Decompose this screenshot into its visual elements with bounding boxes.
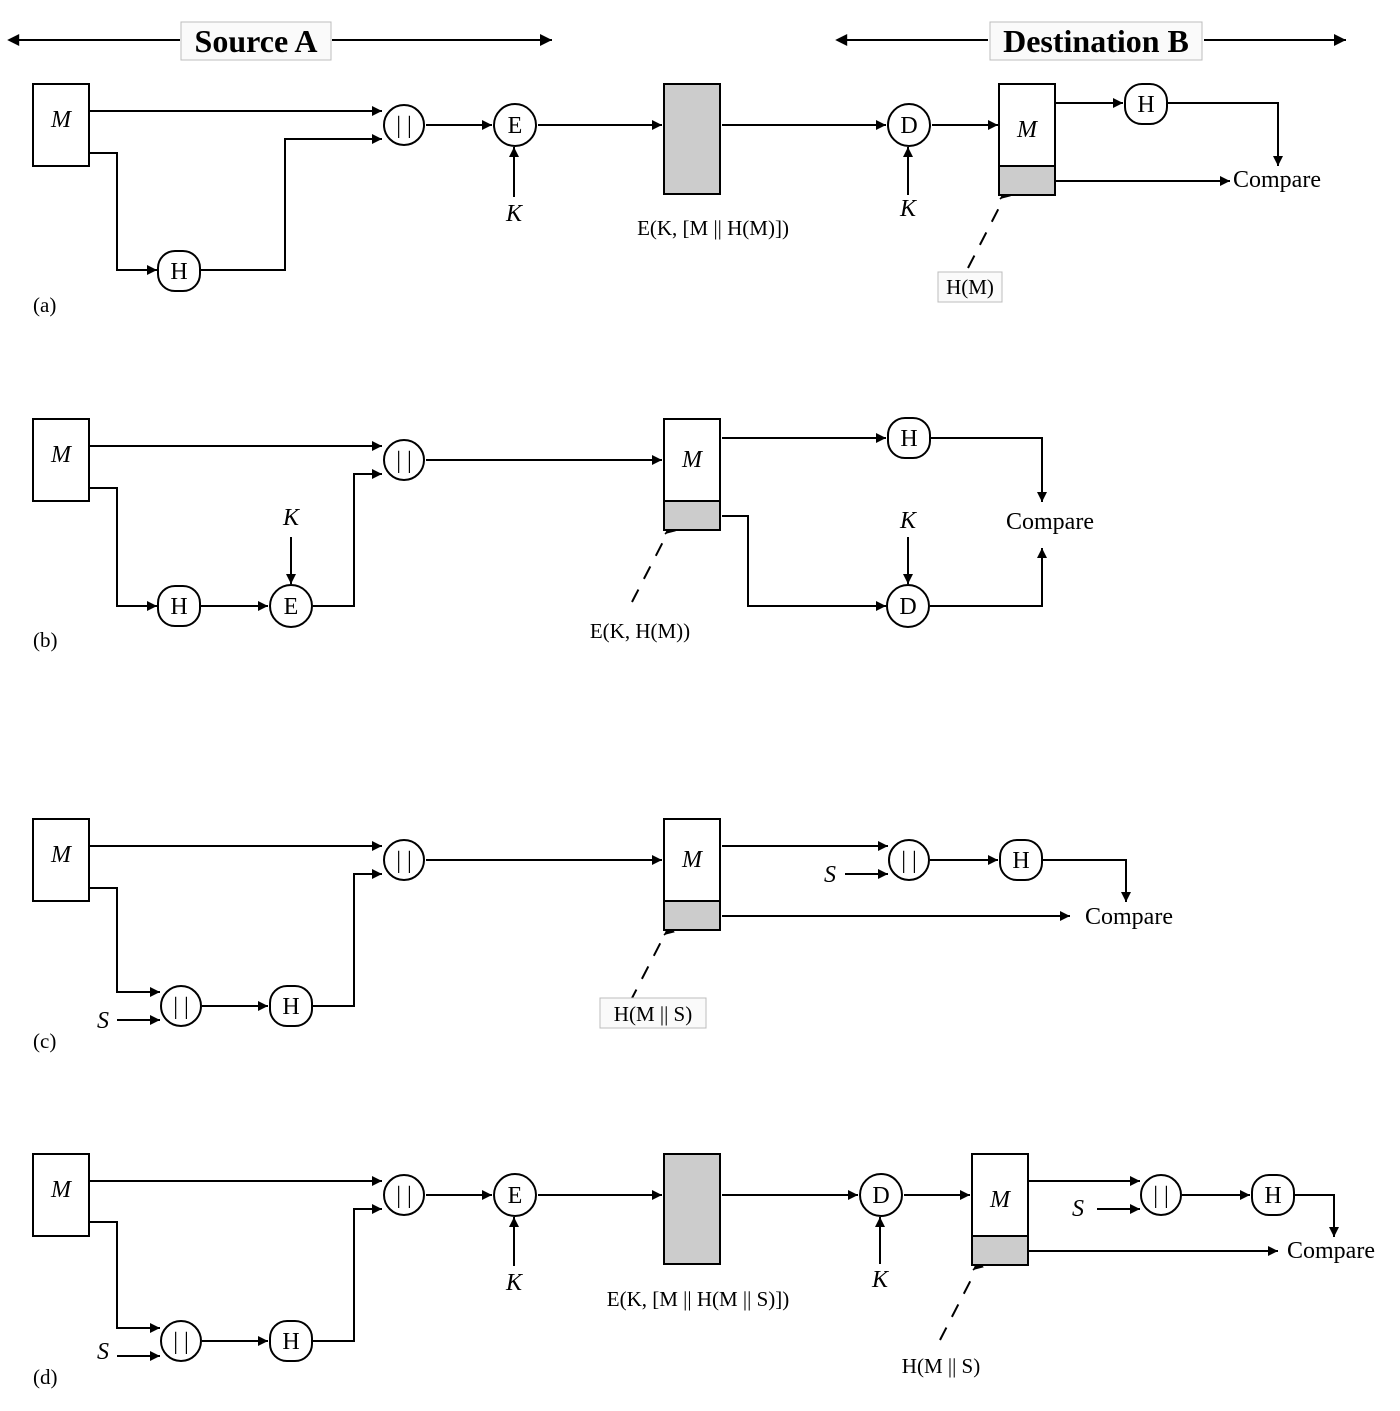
- source-header-label: Source A: [195, 23, 318, 59]
- encrypt-node: [269, 584, 313, 628]
- hash-label: H: [170, 594, 187, 620]
- source-message-box: [32, 418, 90, 502]
- panel-c: M S | | H | | M S | | H Compare H(M || S…: [32, 818, 1173, 1053]
- hash-label-dest: H: [1264, 1183, 1281, 1209]
- hash-label: H: [170, 259, 187, 285]
- decrypt-label: D: [900, 113, 917, 139]
- received-message-label: M: [1016, 117, 1039, 143]
- transmitted-block: [663, 83, 721, 195]
- concat-label-dest: | |: [901, 848, 917, 874]
- concat-label-dest: | |: [1153, 1183, 1169, 1209]
- concat-node: [383, 104, 425, 146]
- transmitted-label: E(K, [M || H(M)]): [637, 216, 789, 240]
- panel-d: M S | | H | | E K E(K, [M || H(M || S)])…: [32, 1153, 1375, 1389]
- transmitted-label: E(K, [M || H(M || S)]): [607, 1287, 789, 1311]
- source-message-box: [32, 83, 90, 167]
- panel-b: M H E K | | M H D K Compare E(K, H(M)) (…: [32, 417, 1094, 652]
- received-message-label: M: [681, 447, 704, 473]
- encrypt-label: E: [508, 1183, 523, 1209]
- concat-node-source: [160, 1320, 202, 1362]
- destination-header: Destination B: [835, 21, 1346, 61]
- appended-hash-label: E(K, H(M)): [590, 619, 690, 643]
- source-message-label: M: [50, 442, 73, 468]
- compare-label: Compare: [1006, 509, 1094, 535]
- received-message-box: [663, 818, 721, 902]
- concat-node: [383, 439, 425, 481]
- hash-node: [157, 250, 201, 292]
- hash-label: H: [282, 994, 299, 1020]
- compare-label: Compare: [1287, 1238, 1375, 1264]
- panel-a-tag: (a): [33, 293, 56, 317]
- hash-node-dest: [887, 417, 931, 459]
- hash-label-dest: H: [1012, 848, 1029, 874]
- source-message-label: M: [50, 107, 73, 133]
- source-message-box: [32, 818, 90, 902]
- decrypt-node: [887, 103, 931, 147]
- panel-a: M H | | E K E(K, [M || H(M)]) D K M H Co…: [32, 83, 1321, 317]
- transmitted-block: [663, 1153, 721, 1265]
- destination-header-label: Destination B: [1003, 23, 1189, 59]
- concat-label: | |: [396, 848, 412, 874]
- compare-label: Compare: [1085, 904, 1173, 930]
- decrypt-key-label: K: [899, 196, 918, 222]
- hash-node: [157, 585, 201, 627]
- appended-hash-label: H(M || S): [614, 1002, 692, 1026]
- panel-b-tag: (b): [33, 628, 58, 652]
- hash-label-dest: H: [1137, 92, 1154, 118]
- encrypt-key-label: K: [505, 201, 524, 227]
- decrypt-label: D: [899, 594, 916, 620]
- encrypt-key-label: K: [505, 1270, 524, 1296]
- appended-hash-label: H(M): [946, 275, 994, 299]
- source-message-label: M: [50, 842, 73, 868]
- received-message-label: M: [989, 1187, 1012, 1213]
- decrypt-node: [859, 1173, 903, 1217]
- source-message-box: [32, 1153, 90, 1237]
- concat-node-dest: [888, 839, 930, 881]
- hash-node: [269, 985, 313, 1027]
- appended-hash-label: H(M || S): [902, 1354, 980, 1378]
- hash-label-dest: H: [900, 426, 917, 452]
- concat-node: [383, 839, 425, 881]
- received-hash-block: [971, 1235, 1029, 1266]
- hash-node-dest: [1124, 83, 1168, 125]
- concat-node-dest: [1140, 1174, 1182, 1216]
- concat-label: | |: [396, 1183, 412, 1209]
- secret-label-dest: S: [1072, 1196, 1084, 1222]
- hash-node-dest: [999, 839, 1043, 881]
- panel-c-tag: (c): [33, 1029, 56, 1053]
- concat-label: | |: [396, 113, 412, 139]
- received-message-box: [971, 1153, 1029, 1237]
- concat-label-source: | |: [173, 1329, 189, 1355]
- decrypt-node: [886, 584, 930, 628]
- concat-node-source: [160, 985, 202, 1027]
- encrypt-key-label: K: [282, 505, 301, 531]
- encrypt-node: [493, 103, 537, 147]
- secret-label: S: [97, 1008, 109, 1034]
- concat-node: [383, 1174, 425, 1216]
- received-hash-block: [663, 500, 721, 531]
- received-message-box: [663, 418, 721, 502]
- secret-label: S: [97, 1339, 109, 1365]
- encrypt-label: E: [284, 594, 299, 620]
- concat-label: | |: [396, 448, 412, 474]
- compare-label: Compare: [1233, 167, 1321, 193]
- source-header: Source A: [7, 21, 552, 61]
- received-hash-block: [998, 165, 1056, 196]
- received-hash-block: [663, 900, 721, 931]
- hash-label: H: [282, 1329, 299, 1355]
- decrypt-key-label: K: [871, 1267, 890, 1293]
- hash-node: [269, 1320, 313, 1362]
- decrypt-label: D: [872, 1183, 889, 1209]
- decrypt-key-label: K: [899, 508, 918, 534]
- secret-label-dest: S: [824, 862, 836, 888]
- received-message-box: [998, 83, 1056, 167]
- concat-label-source: | |: [173, 994, 189, 1020]
- encrypt-label: E: [508, 113, 523, 139]
- received-message-label: M: [681, 847, 704, 873]
- encrypt-node: [493, 1173, 537, 1217]
- panel-d-tag: (d): [33, 1365, 58, 1389]
- hash-node-dest: [1251, 1174, 1295, 1216]
- source-message-label: M: [50, 1177, 73, 1203]
